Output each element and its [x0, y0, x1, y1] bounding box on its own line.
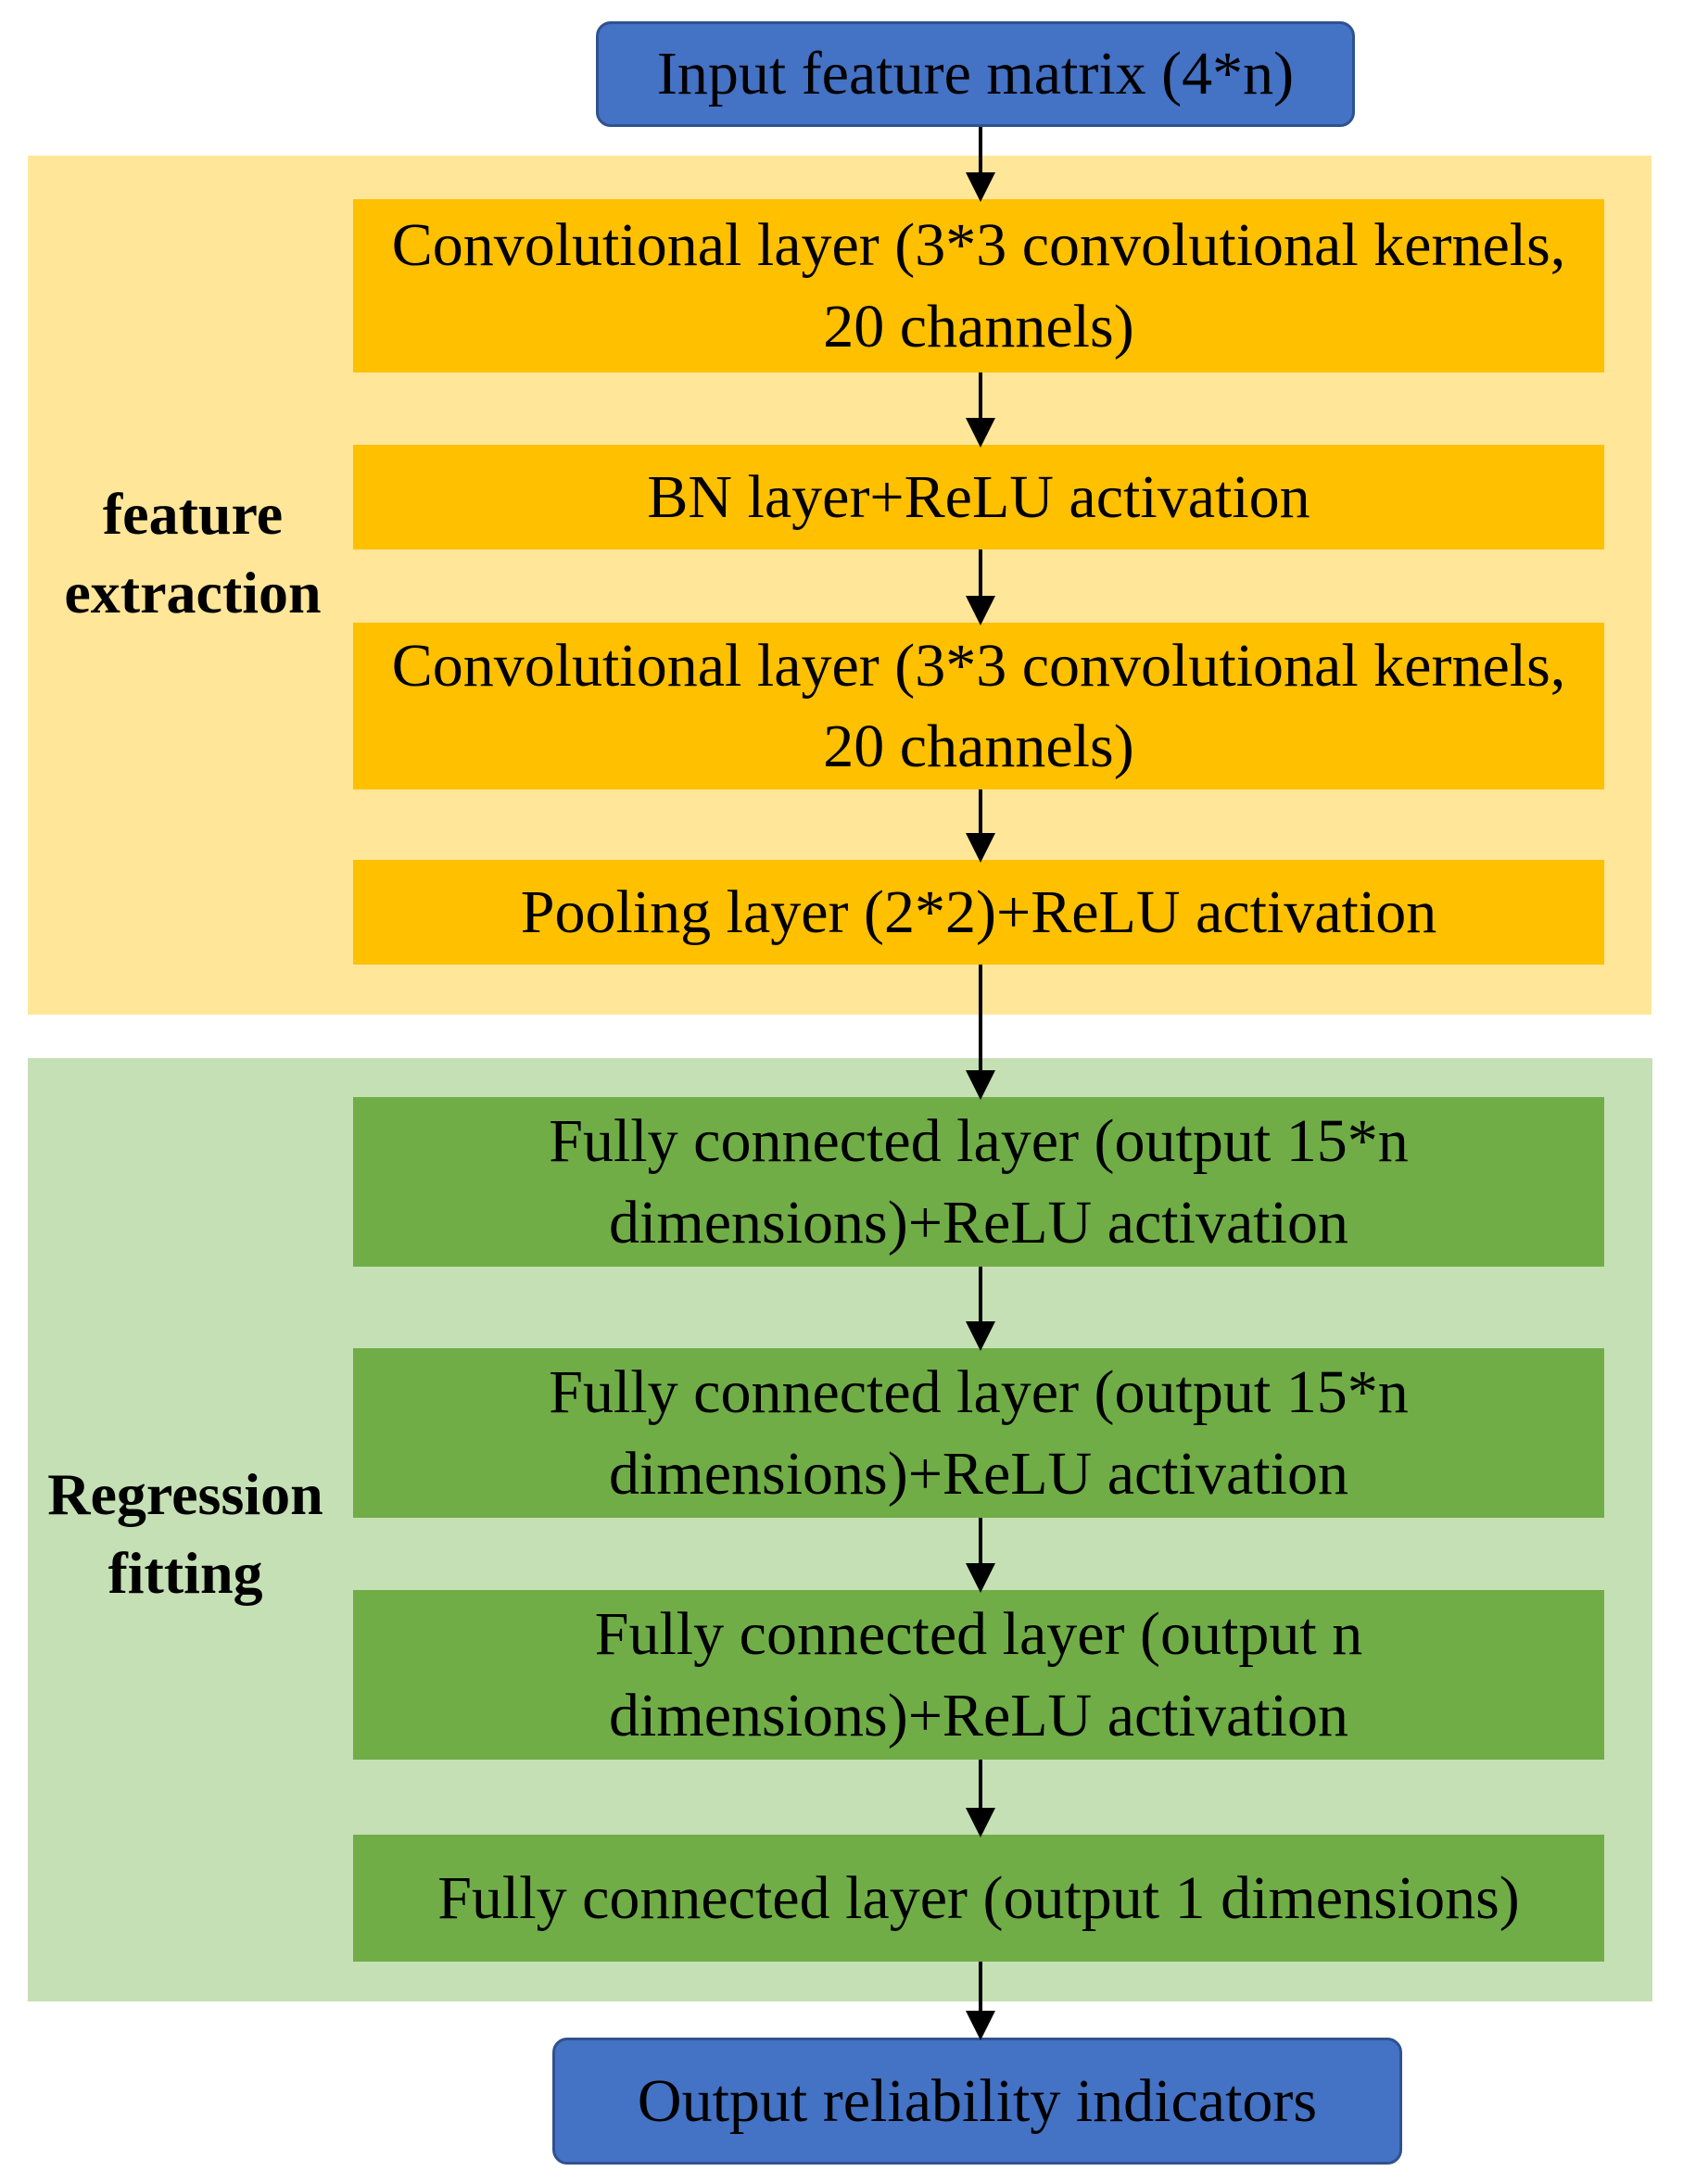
output-reliability-indicators-node: Output reliability indicators	[552, 2038, 1402, 2165]
feature-extraction-label: feature extraction	[64, 481, 322, 625]
regression-fitting-label: Regression fitting	[47, 1461, 323, 1606]
bn-relu-node: BN layer+ReLU activation	[353, 445, 1604, 549]
convolutional-layer-1-node: Convolutional layer (3*3 convolutional k…	[353, 199, 1604, 372]
fully-connected-layer-4-node: Fully connected layer (output 1 dimensio…	[353, 1835, 1604, 1962]
fully-connected-layer-3-node: Fully connected layer (output n dimensio…	[353, 1590, 1604, 1760]
input-feature-matrix-node: Input feature matrix (4*n)	[596, 21, 1355, 127]
pooling-layer-node: Pooling layer (2*2)+ReLU activation	[353, 860, 1604, 965]
fully-connected-layer-1-node: Fully connected layer (output 15*n dimen…	[353, 1097, 1604, 1267]
convolutional-layer-2-node: Convolutional layer (3*3 convolutional k…	[353, 623, 1604, 789]
fully-connected-layer-2-node: Fully connected layer (output 15*n dimen…	[353, 1348, 1604, 1518]
